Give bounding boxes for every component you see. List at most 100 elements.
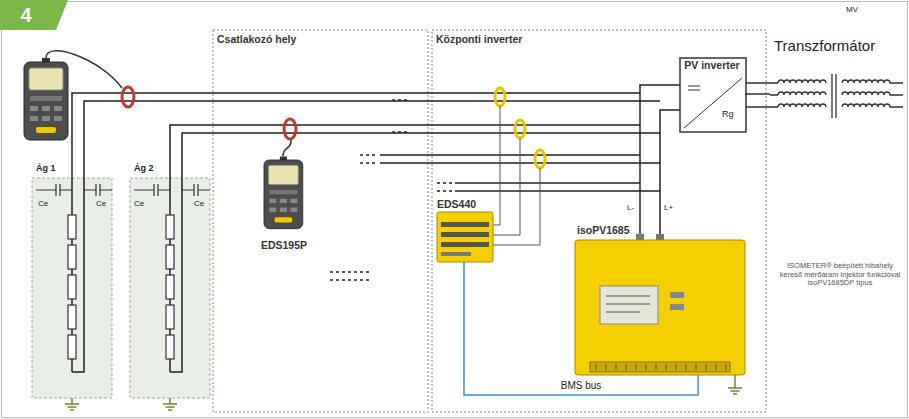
- meter-cables: [46, 51, 291, 156]
- ct-wires: [493, 138, 520, 235]
- more-inputs: [360, 155, 453, 191]
- current-transformers: [515, 120, 525, 138]
- insulation-monitor-device: isoPV1685: [574, 224, 744, 375]
- ct-wires: [493, 168, 540, 245]
- transformer-symbol: [842, 92, 903, 95]
- capacitors: [84, 184, 112, 196]
- isopv-body: [670, 304, 684, 310]
- pv-modules: [166, 275, 174, 299]
- handheld-locator: EDS195P: [251, 149, 317, 253]
- capacitors: [36, 184, 210, 196]
- pv-inverter-symbol: [680, 58, 746, 132]
- eds440-body: [437, 212, 493, 262]
- pv-modules: [68, 215, 76, 239]
- ct-wires: [493, 106, 540, 245]
- node-text: Transzformátor: [774, 37, 875, 54]
- edge-label: BMS bus: [559, 380, 604, 392]
- bus-connection: [464, 262, 698, 395]
- current-clamps: [284, 119, 296, 139]
- dc-wires: [455, 182, 640, 184]
- pv-modules: [166, 245, 174, 269]
- note-text: ISOMETER® beépített hibahely kereső mérő…: [776, 262, 904, 288]
- grounds: [728, 382, 742, 394]
- capacitors: [44, 184, 72, 196]
- node-text: 4: [20, 4, 31, 27]
- current-clamps: [122, 87, 134, 107]
- string-group: Ág 2: [130, 160, 210, 400]
- pv-modules: [68, 215, 174, 359]
- eds440-body: [437, 212, 493, 262]
- resistance-label: Rg: [722, 109, 734, 119]
- pv-modules: [166, 215, 174, 239]
- voltage-level: MV: [846, 5, 858, 14]
- polarity-label: L+: [664, 203, 673, 212]
- region-outline: [432, 30, 766, 412]
- capacitance-label: Ce: [194, 199, 204, 208]
- pv-modules: [68, 305, 76, 329]
- transformer-symbol: [778, 104, 826, 107]
- isopv-body: [656, 234, 664, 240]
- dc-wires: [380, 154, 640, 156]
- pv-inverter-symbol: [684, 78, 742, 128]
- more-inputs: [330, 100, 410, 280]
- eds440-body: [441, 232, 489, 237]
- isopv-body: [636, 234, 644, 240]
- illustration: [264, 156, 303, 228]
- pv-inverter-symbol: [680, 58, 746, 132]
- figure-tag-shape: [0, 0, 68, 30]
- pv-modules: [166, 335, 174, 359]
- pv-modules: [68, 245, 76, 269]
- capacitance-label: Ce: [96, 199, 106, 208]
- capacitance-label: Ce: [134, 199, 144, 208]
- eds440-body: [441, 242, 489, 247]
- node-text: EDS440: [437, 198, 476, 210]
- current-clamps: [122, 87, 296, 139]
- illustration: [24, 58, 68, 140]
- string-group: Ág 1: [32, 160, 112, 400]
- ct-wires: [493, 106, 500, 225]
- isopv-body: [575, 234, 745, 375]
- grounds: [65, 398, 79, 410]
- isopv-body: [600, 286, 658, 324]
- dc-wires: [640, 85, 680, 240]
- node-text: PV inverter: [684, 59, 739, 71]
- figure-number-tag: 4: [6, 2, 46, 28]
- node-text: Ág 1: [36, 163, 56, 173]
- dc-wires: [170, 125, 640, 372]
- region-outline: [213, 30, 428, 412]
- pv-modules: [166, 305, 174, 329]
- transformer-symbol: [778, 80, 826, 83]
- pv-modules: [68, 335, 76, 359]
- transformer: Transzformátor: [770, 34, 906, 120]
- eds440-body: [441, 222, 489, 227]
- pv-inverter-box: PV inverter: [679, 57, 745, 131]
- capacitors: [182, 184, 210, 196]
- grounds: [734, 375, 736, 382]
- capacitors: [142, 184, 170, 196]
- grounds: [65, 375, 742, 410]
- isopv-body: [590, 362, 730, 372]
- node-text: Ág 2: [134, 163, 154, 173]
- insulation-locator-device: EDS440: [436, 198, 492, 262]
- node-text: Csatlakozó hely: [217, 33, 296, 45]
- pv-modules: [68, 275, 76, 299]
- node-text: EDS195P: [261, 239, 307, 251]
- transformer-symbol: [842, 104, 903, 107]
- polarity-label: L-: [627, 203, 634, 212]
- pv-inverter-symbol: [688, 86, 700, 90]
- transformer-symbol: [746, 83, 778, 107]
- transformer-symbol: [746, 74, 903, 118]
- dc-wires: [660, 110, 680, 240]
- isopv-body: [575, 240, 745, 375]
- current-transformers: [495, 88, 505, 106]
- isopv-body: [670, 292, 684, 298]
- dc-wires: [72, 101, 660, 372]
- node-text: isoPV1685: [577, 224, 630, 236]
- capacitance-label: Ce: [38, 199, 48, 208]
- dc-wires: [72, 93, 640, 372]
- transformer-symbol: [832, 74, 836, 118]
- connection-area: Csatlakozó helyEDS195P: [213, 30, 428, 412]
